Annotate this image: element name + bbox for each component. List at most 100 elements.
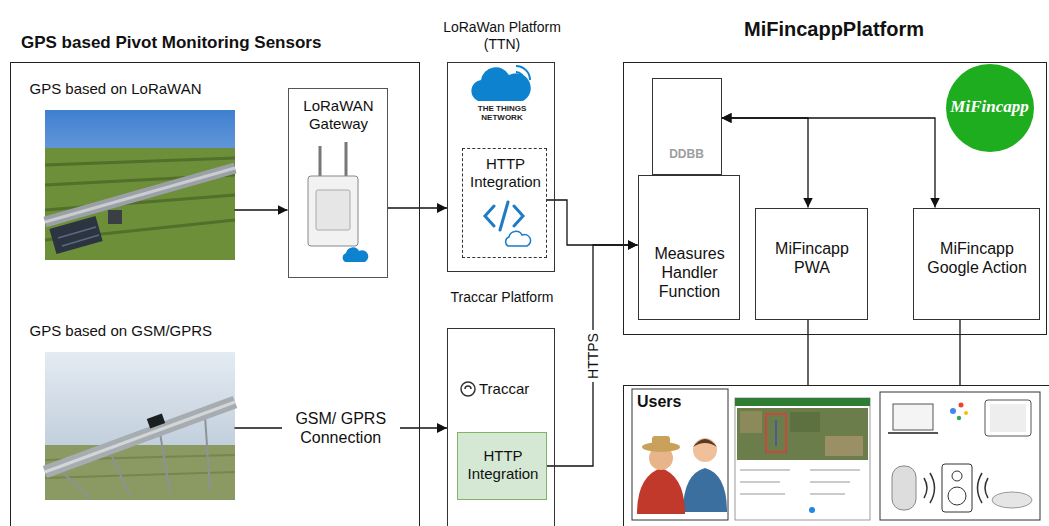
devices-picture [948, 487, 966, 505]
gateway-device [308, 142, 368, 262]
sensor-photo: GPS based on LoRaWAN [45, 110, 235, 260]
devices-picture [990, 404, 1026, 432]
sensor-photo: GPS based on GSM/GPRS [45, 352, 235, 500]
connector [235, 209, 288, 210]
app-screenshot [809, 507, 815, 513]
users-picture [693, 439, 717, 447]
users-panel: Users [623, 385, 1049, 526]
database-box: DDBB [652, 78, 722, 175]
pivot-photo [49, 216, 102, 254]
gateway-box: LoRaWAN Gateway [288, 88, 388, 278]
connector [807, 320, 808, 386]
connector [959, 320, 960, 386]
group-heading: GPS based Pivot Monitoring Sensors [21, 33, 411, 53]
logo-text: Traccar [479, 380, 551, 398]
app-screenshot [740, 470, 860, 494]
users-picture [693, 438, 717, 462]
integration-box: HTTP Integration [457, 432, 547, 500]
process-box: MiFincapp PWA [755, 208, 868, 320]
box-label: LoRaWAN Gateway [291, 97, 387, 133]
devices-picture [964, 411, 968, 415]
pivot-photo [45, 402, 235, 472]
app-screenshot [735, 398, 870, 520]
app-screenshot [735, 398, 870, 406]
gateway-device [343, 247, 369, 262]
devices-picture [952, 471, 962, 481]
connector [722, 118, 936, 208]
traccar-icon [461, 382, 475, 396]
app-screenshot [740, 411, 762, 433]
pivot-photo [45, 352, 235, 500]
traccar-icon [461, 382, 475, 396]
devices-picture [992, 492, 1032, 508]
integration-box: HTTP Integration [462, 148, 547, 258]
users-picture [632, 389, 728, 520]
box-label: DDBB [653, 147, 721, 161]
devices-picture [888, 432, 938, 434]
pivot-photo [45, 148, 235, 260]
app-screenshot [775, 420, 777, 446]
platform-box: Traccar PlatformTraccarHTTP Integration [447, 328, 555, 526]
devices-picture [893, 404, 933, 430]
platform-heading: Traccar Platform [438, 289, 566, 306]
photo-heading: GPS based on LoRaWAN [30, 80, 250, 98]
pivot-photo [45, 352, 235, 500]
app-screenshot [825, 436, 863, 456]
app-screenshot [737, 408, 868, 460]
app-screenshot [790, 412, 820, 432]
pivot-photo [45, 402, 235, 472]
box-label: MiFincapp Google Action [916, 239, 1039, 277]
group-heading: Users [637, 392, 717, 411]
platform-box: LoRaWan Platform (TTN)THE THINGS NETWORK… [447, 62, 555, 272]
process-box: MiFincapp Google Action [913, 208, 1040, 320]
devices-picture [950, 408, 956, 414]
pivot-photo [45, 110, 235, 260]
devices-picture [880, 392, 1040, 520]
logo-text: THE THINGS NETWORK [472, 105, 532, 123]
devices-picture [985, 400, 1031, 436]
connector [388, 207, 448, 208]
devices-picture [942, 464, 972, 512]
group-panel: GPS based Pivot Monitoring SensorsGPS ba… [10, 62, 420, 526]
box-label: MiFincapp PWA [758, 239, 867, 277]
http-icon [485, 202, 523, 230]
pivot-photo [108, 210, 122, 224]
devices-picture [959, 403, 964, 408]
pivot-photo [45, 445, 235, 500]
pivot-photo [45, 110, 235, 260]
users-picture [683, 468, 727, 512]
ttn-logo [471, 66, 530, 101]
users-picture [632, 389, 728, 520]
gateway-device [320, 142, 346, 178]
users-picture [637, 468, 685, 514]
http-icon [485, 202, 531, 246]
box-label: Measures Handler Function [641, 244, 739, 302]
ttn-logo [471, 67, 530, 101]
group-panel: MiFincappPlatformDDBBMeasures Handler Fu… [623, 62, 1047, 335]
devices-picture [892, 466, 916, 510]
pivot-photo [45, 168, 235, 222]
connector-label: HTTPS [585, 330, 602, 382]
ttn-logo [516, 66, 530, 80]
app-screenshot [735, 398, 870, 520]
pivot-photo [58, 227, 99, 246]
box-label: HTTP Integration [465, 155, 546, 191]
box-label: HTTP Integration [460, 447, 546, 483]
pivot-photo [45, 168, 235, 222]
photo-heading: GPS based on GSM/GPRS [30, 322, 250, 340]
app-screenshot [766, 414, 786, 452]
gateway-device [316, 190, 350, 230]
devices-picture [880, 392, 1040, 520]
platform-heading: LoRaWan Platform (TTN) [438, 19, 566, 53]
logo-circle: MiFincapp [946, 64, 1034, 152]
devices-picture [957, 416, 961, 420]
pivot-photo [147, 414, 165, 429]
connector-label: GSM/ GPRS Connection [282, 409, 400, 447]
group-heading: MiFincappPlatform [714, 17, 954, 41]
http-icon [506, 231, 531, 246]
process-box: Measures Handler Function [638, 175, 740, 320]
gateway-device [308, 176, 358, 246]
logo-text: MiFincapp [946, 97, 1034, 117]
